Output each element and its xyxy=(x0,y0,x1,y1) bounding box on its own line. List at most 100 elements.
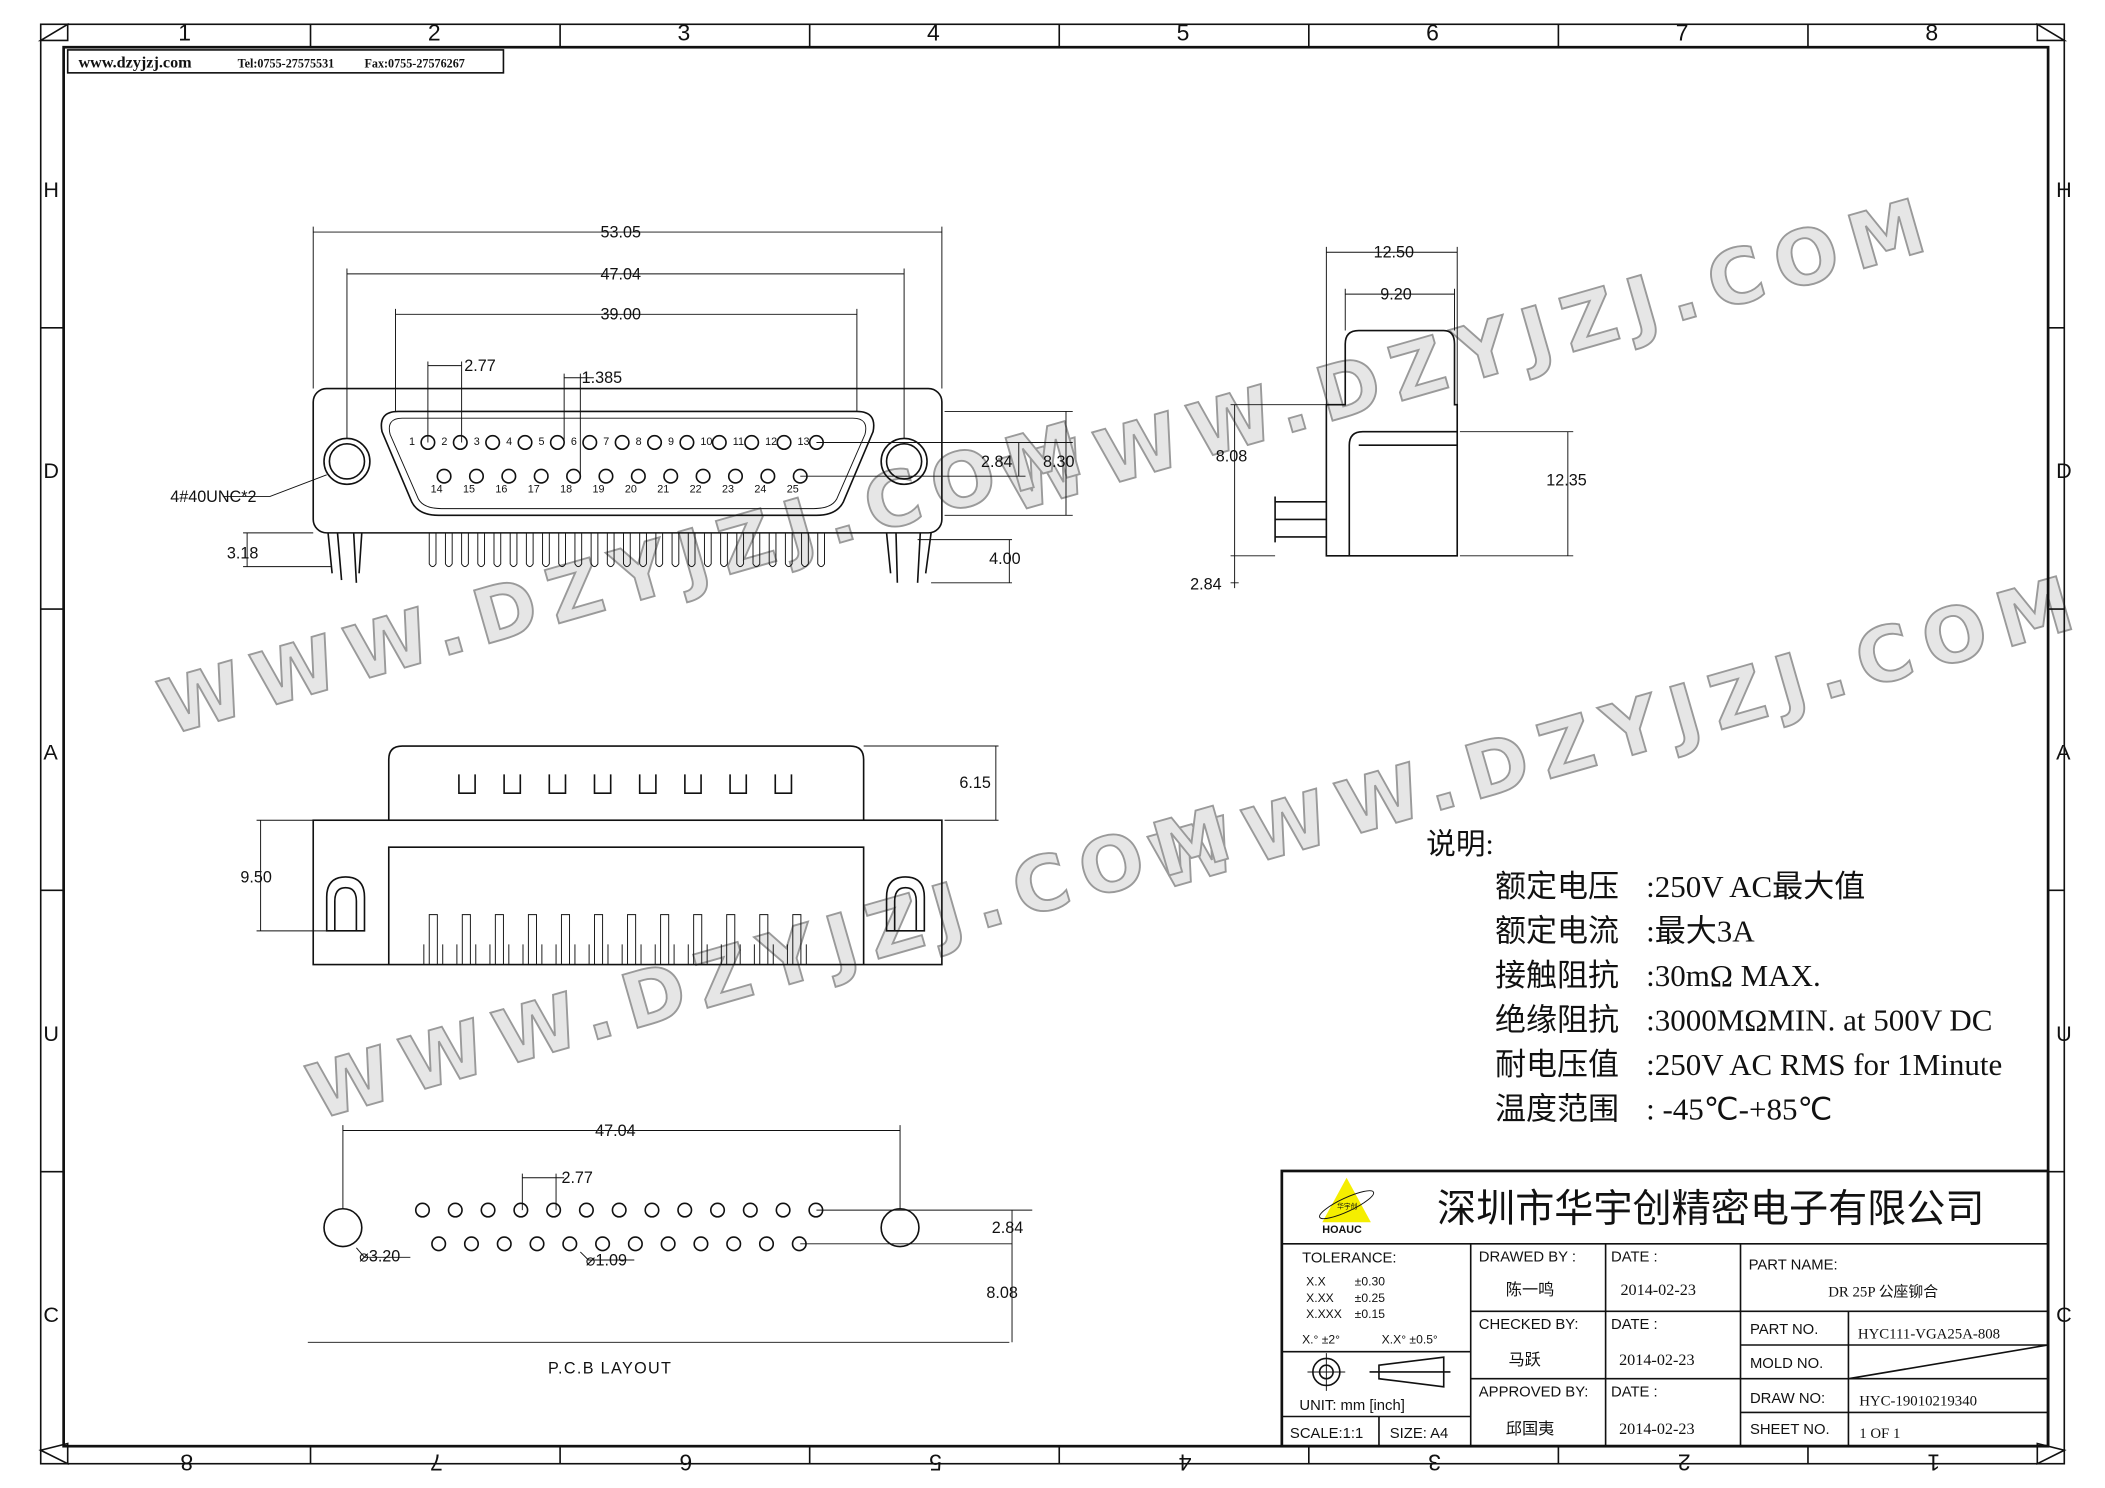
note-label: 额定电流 xyxy=(1495,914,1619,949)
shell-slot xyxy=(684,774,702,795)
company-logo: 华宇创 HOAUC xyxy=(1319,1177,1375,1236)
shell-slot xyxy=(593,774,612,795)
row-label: D xyxy=(2056,458,2072,483)
pin-number: 23 xyxy=(722,483,734,495)
row-label: H xyxy=(43,177,59,202)
pin-tail xyxy=(574,532,583,568)
pin-number: 17 xyxy=(528,483,540,495)
website: www.dzyjzj.com xyxy=(78,54,192,71)
notes-title: 说明: xyxy=(1426,828,1494,861)
note-value: :3000MΩMIN. at 500V DC xyxy=(1646,1003,1992,1038)
tolerance-key: X.XX xyxy=(1306,1291,1334,1305)
note-label: 耐电压值 xyxy=(1495,1047,1619,1082)
pin-number: 19 xyxy=(592,483,604,495)
pin-number: 2 xyxy=(441,436,447,448)
pcb-title: P.C.B LAYOUT xyxy=(548,1359,672,1377)
drawed-by: 陈一鸣 xyxy=(1506,1281,1555,1299)
pin-number: 10 xyxy=(700,436,712,448)
dim-pitch: 2.77 xyxy=(464,357,495,375)
date-label: DATE : xyxy=(1611,1317,1658,1333)
pin-tail xyxy=(720,914,741,965)
approved-by: 邱国夷 xyxy=(1506,1420,1555,1438)
pin-tail xyxy=(623,532,631,568)
column-label: 5 xyxy=(1177,19,1190,45)
pin-contact xyxy=(776,434,792,451)
pin-number: 4 xyxy=(506,436,512,448)
pin-hole xyxy=(463,1236,480,1252)
note-value: :250V AC RMS for 1Minute xyxy=(1646,1047,2002,1082)
pcb-layout: 47.04 2.77 2.84 8.08 ⌀3.20 ⌀1.09 P.C.B L… xyxy=(307,1122,1033,1377)
column-label: 5 xyxy=(929,1449,942,1475)
pin-contact xyxy=(760,468,776,484)
dim-row-gap: 2.84 xyxy=(992,1219,1023,1237)
pin-tail xyxy=(558,532,566,568)
checked-by: 马跃 xyxy=(1508,1351,1540,1369)
pin-tail xyxy=(428,532,437,568)
date-drawn: 2014-02-23 xyxy=(1620,1282,1695,1299)
pin-tail xyxy=(590,532,599,568)
pin-contact xyxy=(436,468,452,484)
dim-depth: 8.08 xyxy=(986,1284,1017,1302)
pin-number: 5 xyxy=(539,436,545,448)
pin-number: 3 xyxy=(474,436,480,448)
column-label: 1 xyxy=(1927,1449,1940,1475)
header-box: www.dzyjzj.com Tel:0755-27575531 Fax:075… xyxy=(66,49,505,74)
tolerance-value: ±0.30 xyxy=(1355,1275,1386,1289)
pin-number: 24 xyxy=(754,483,766,495)
shell-slot xyxy=(503,774,522,795)
watermark: WWW.DZYJZJ.COM xyxy=(993,179,1948,530)
pin-hole xyxy=(578,1202,594,1218)
pin-contact xyxy=(711,434,727,451)
pin-tail xyxy=(509,532,518,568)
pin-hole xyxy=(660,1236,676,1252)
pin-tail xyxy=(639,532,647,568)
pin-tail xyxy=(606,532,615,568)
pin-hole xyxy=(447,1202,463,1218)
pin-tail xyxy=(461,532,469,568)
pin-contact xyxy=(452,434,468,451)
pin-contact xyxy=(485,434,501,451)
pin-hole xyxy=(644,1202,660,1218)
row-label: D xyxy=(43,458,59,483)
pin-tail xyxy=(654,914,675,965)
pin-tail xyxy=(456,914,477,965)
pin-number: 13 xyxy=(798,436,810,448)
angle-tolerance: X.X° ±0.5° xyxy=(1382,1333,1438,1347)
tolerance-key: X.XXX xyxy=(1306,1307,1342,1321)
pin-contact xyxy=(468,468,485,484)
pin-number: 21 xyxy=(657,483,669,495)
pin-tail xyxy=(477,532,486,568)
company-name: 深圳市华宇创精密电子有限公司 xyxy=(1437,1188,1985,1231)
scale: SCALE:1:1 xyxy=(1290,1426,1363,1442)
column-label: 4 xyxy=(927,19,940,45)
date-approved: 2014-02-23 xyxy=(1619,1421,1694,1438)
side-view: 12.50 9.20 8.08 12.35 2.84 xyxy=(1190,244,1587,594)
pin-tail xyxy=(555,914,576,965)
pin-number: 9 xyxy=(668,436,674,448)
logo-mark: 华宇创 xyxy=(1337,1202,1357,1211)
sheet-no-label: SHEET NO. xyxy=(1750,1422,1830,1438)
pin-number: 6 xyxy=(571,436,577,448)
dim-height: 8.30 xyxy=(1043,453,1074,471)
column-label: 8 xyxy=(1925,19,1938,45)
pin-number: 7 xyxy=(603,436,609,448)
note-value: :30mΩ MAX. xyxy=(1646,958,1821,993)
pin-contact xyxy=(646,434,663,451)
pin-tail xyxy=(542,532,550,568)
fax: Fax:0755-27576267 xyxy=(364,56,464,70)
pin-number: 8 xyxy=(636,436,642,448)
pin-hole xyxy=(742,1202,758,1218)
row-label: U xyxy=(43,1021,59,1046)
pin-hole xyxy=(546,1202,562,1218)
row-label: H xyxy=(2056,177,2072,202)
pin-number: 11 xyxy=(733,436,744,448)
dim-mount-hole: ⌀3.20 xyxy=(359,1247,400,1265)
dim-body: 9.50 xyxy=(240,868,271,886)
pin-tail xyxy=(493,532,502,568)
pin-hole xyxy=(496,1236,512,1252)
tolerance-value: ±0.15 xyxy=(1355,1307,1386,1321)
pin-tail xyxy=(720,532,728,568)
shell-slot xyxy=(548,774,567,795)
